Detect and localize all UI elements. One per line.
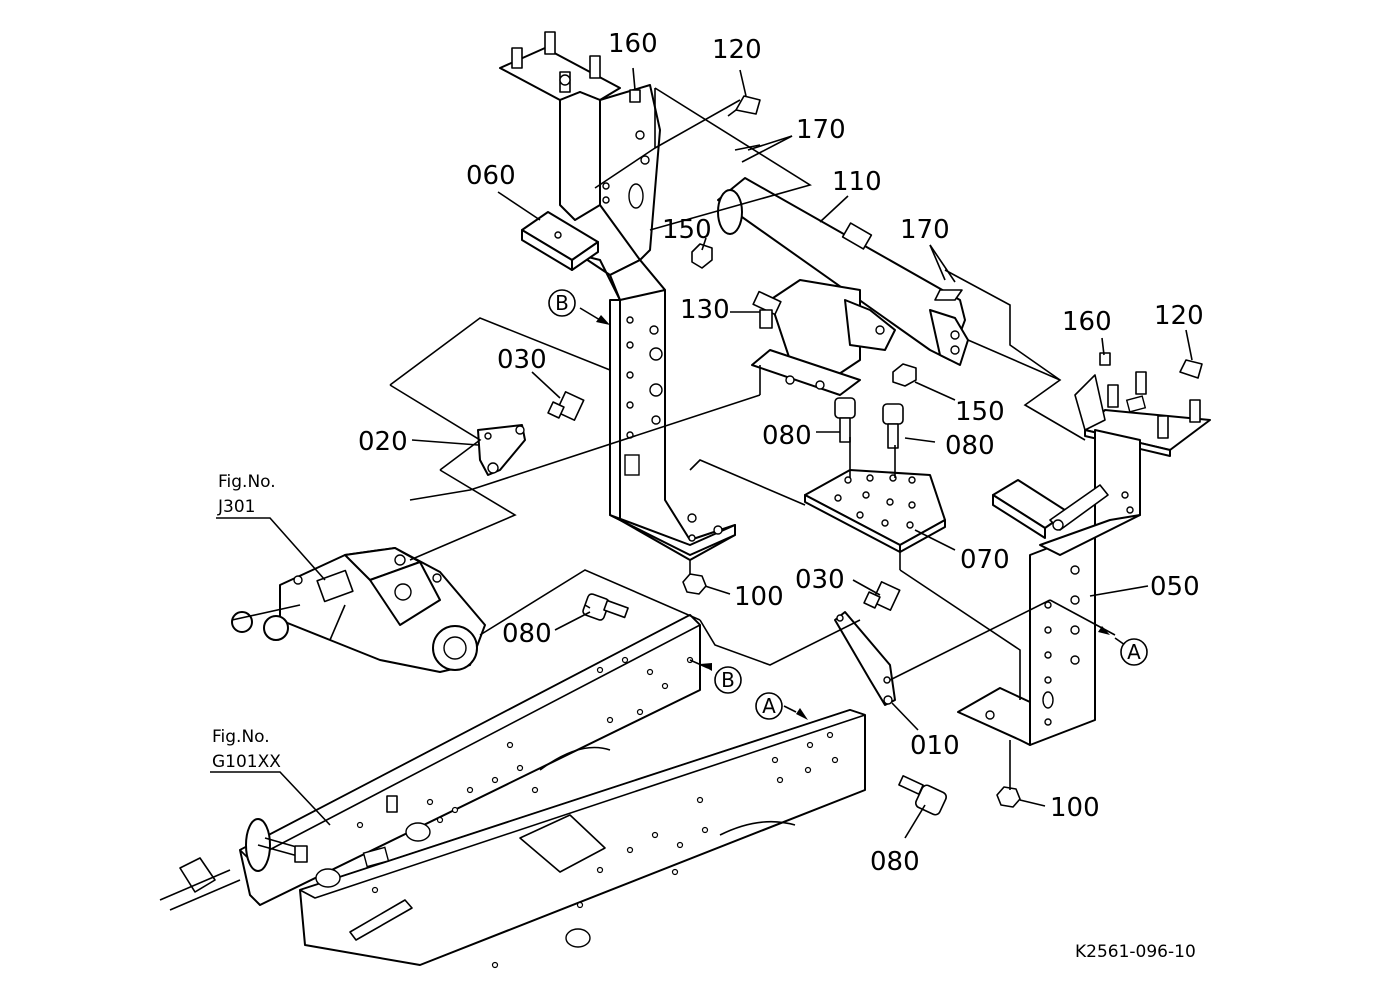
marker-b-lower-text: B [721, 668, 735, 692]
assembly-lines [389, 87, 1116, 790]
callout-120-upper: 120 [712, 35, 762, 65]
callout-160-upper: 160 [608, 29, 658, 59]
callout-130: 130 [680, 295, 730, 325]
circle-marker-a-right: A [1120, 638, 1148, 666]
callout-070: 070 [960, 545, 1010, 575]
diagram-code: K2561-096-10 [1075, 942, 1196, 962]
callout-160-right: 160 [1062, 307, 1112, 337]
fasteners [547, 89, 1203, 816]
part-110-cross-member [717, 177, 969, 396]
circle-marker-b-upper: B [548, 289, 576, 317]
callout-150-upper: 150 [662, 215, 712, 245]
fig-ref-g101xx-line1: Fig.No. [212, 727, 270, 747]
callout-120-right: 120 [1154, 301, 1204, 331]
part-010-hanger [834, 611, 896, 706]
callout-080-right-bolt: 080 [945, 431, 995, 461]
callout-080-lower: 080 [870, 847, 920, 877]
callout-170-right: 170 [900, 215, 950, 245]
callout-150-right: 150 [955, 397, 1005, 427]
callout-100-left: 100 [734, 582, 784, 612]
fig-ref-j301-line2: J301 [217, 497, 255, 517]
callout-080-left-bolt: 080 [762, 421, 812, 451]
callout-labels: 160 120 170 060 110 150 170 130 160 120 … [358, 29, 1204, 877]
part-060-plate [521, 211, 599, 271]
circle-marker-a-lower: A [755, 692, 783, 720]
part-070-plate [804, 469, 946, 553]
callout-100-right: 100 [1050, 793, 1100, 823]
callout-020: 020 [358, 427, 408, 457]
fig-ref-g101xx-line2: G101XX [212, 752, 281, 772]
part-050-right-bracket [957, 371, 1211, 746]
figure-reference-j301: Fig.No. J301 [217, 472, 276, 517]
circle-marker-b-lower: B [714, 666, 742, 694]
callout-050: 050 [1150, 572, 1200, 602]
figure-reference-g101xx: Fig.No. G101XX [212, 727, 281, 772]
transmission-housing [231, 547, 486, 673]
callout-080-frame: 080 [502, 619, 552, 649]
fig-ref-j301-line1: Fig.No. [218, 472, 276, 492]
marker-b-upper-text: B [555, 291, 569, 315]
callout-110: 110 [832, 167, 882, 197]
leader-lines [210, 67, 1193, 839]
frame-rails [159, 614, 866, 969]
part-020-hanger [477, 424, 526, 476]
callout-170-upper: 170 [796, 115, 846, 145]
callout-010: 010 [910, 731, 960, 761]
reference-arrows [579, 307, 1126, 720]
callout-030-lower: 030 [795, 565, 845, 595]
callout-060: 060 [466, 161, 516, 191]
marker-a-lower-text: A [762, 694, 776, 718]
marker-a-right-text: A [1127, 640, 1141, 664]
callout-030-upper: 030 [497, 345, 547, 375]
